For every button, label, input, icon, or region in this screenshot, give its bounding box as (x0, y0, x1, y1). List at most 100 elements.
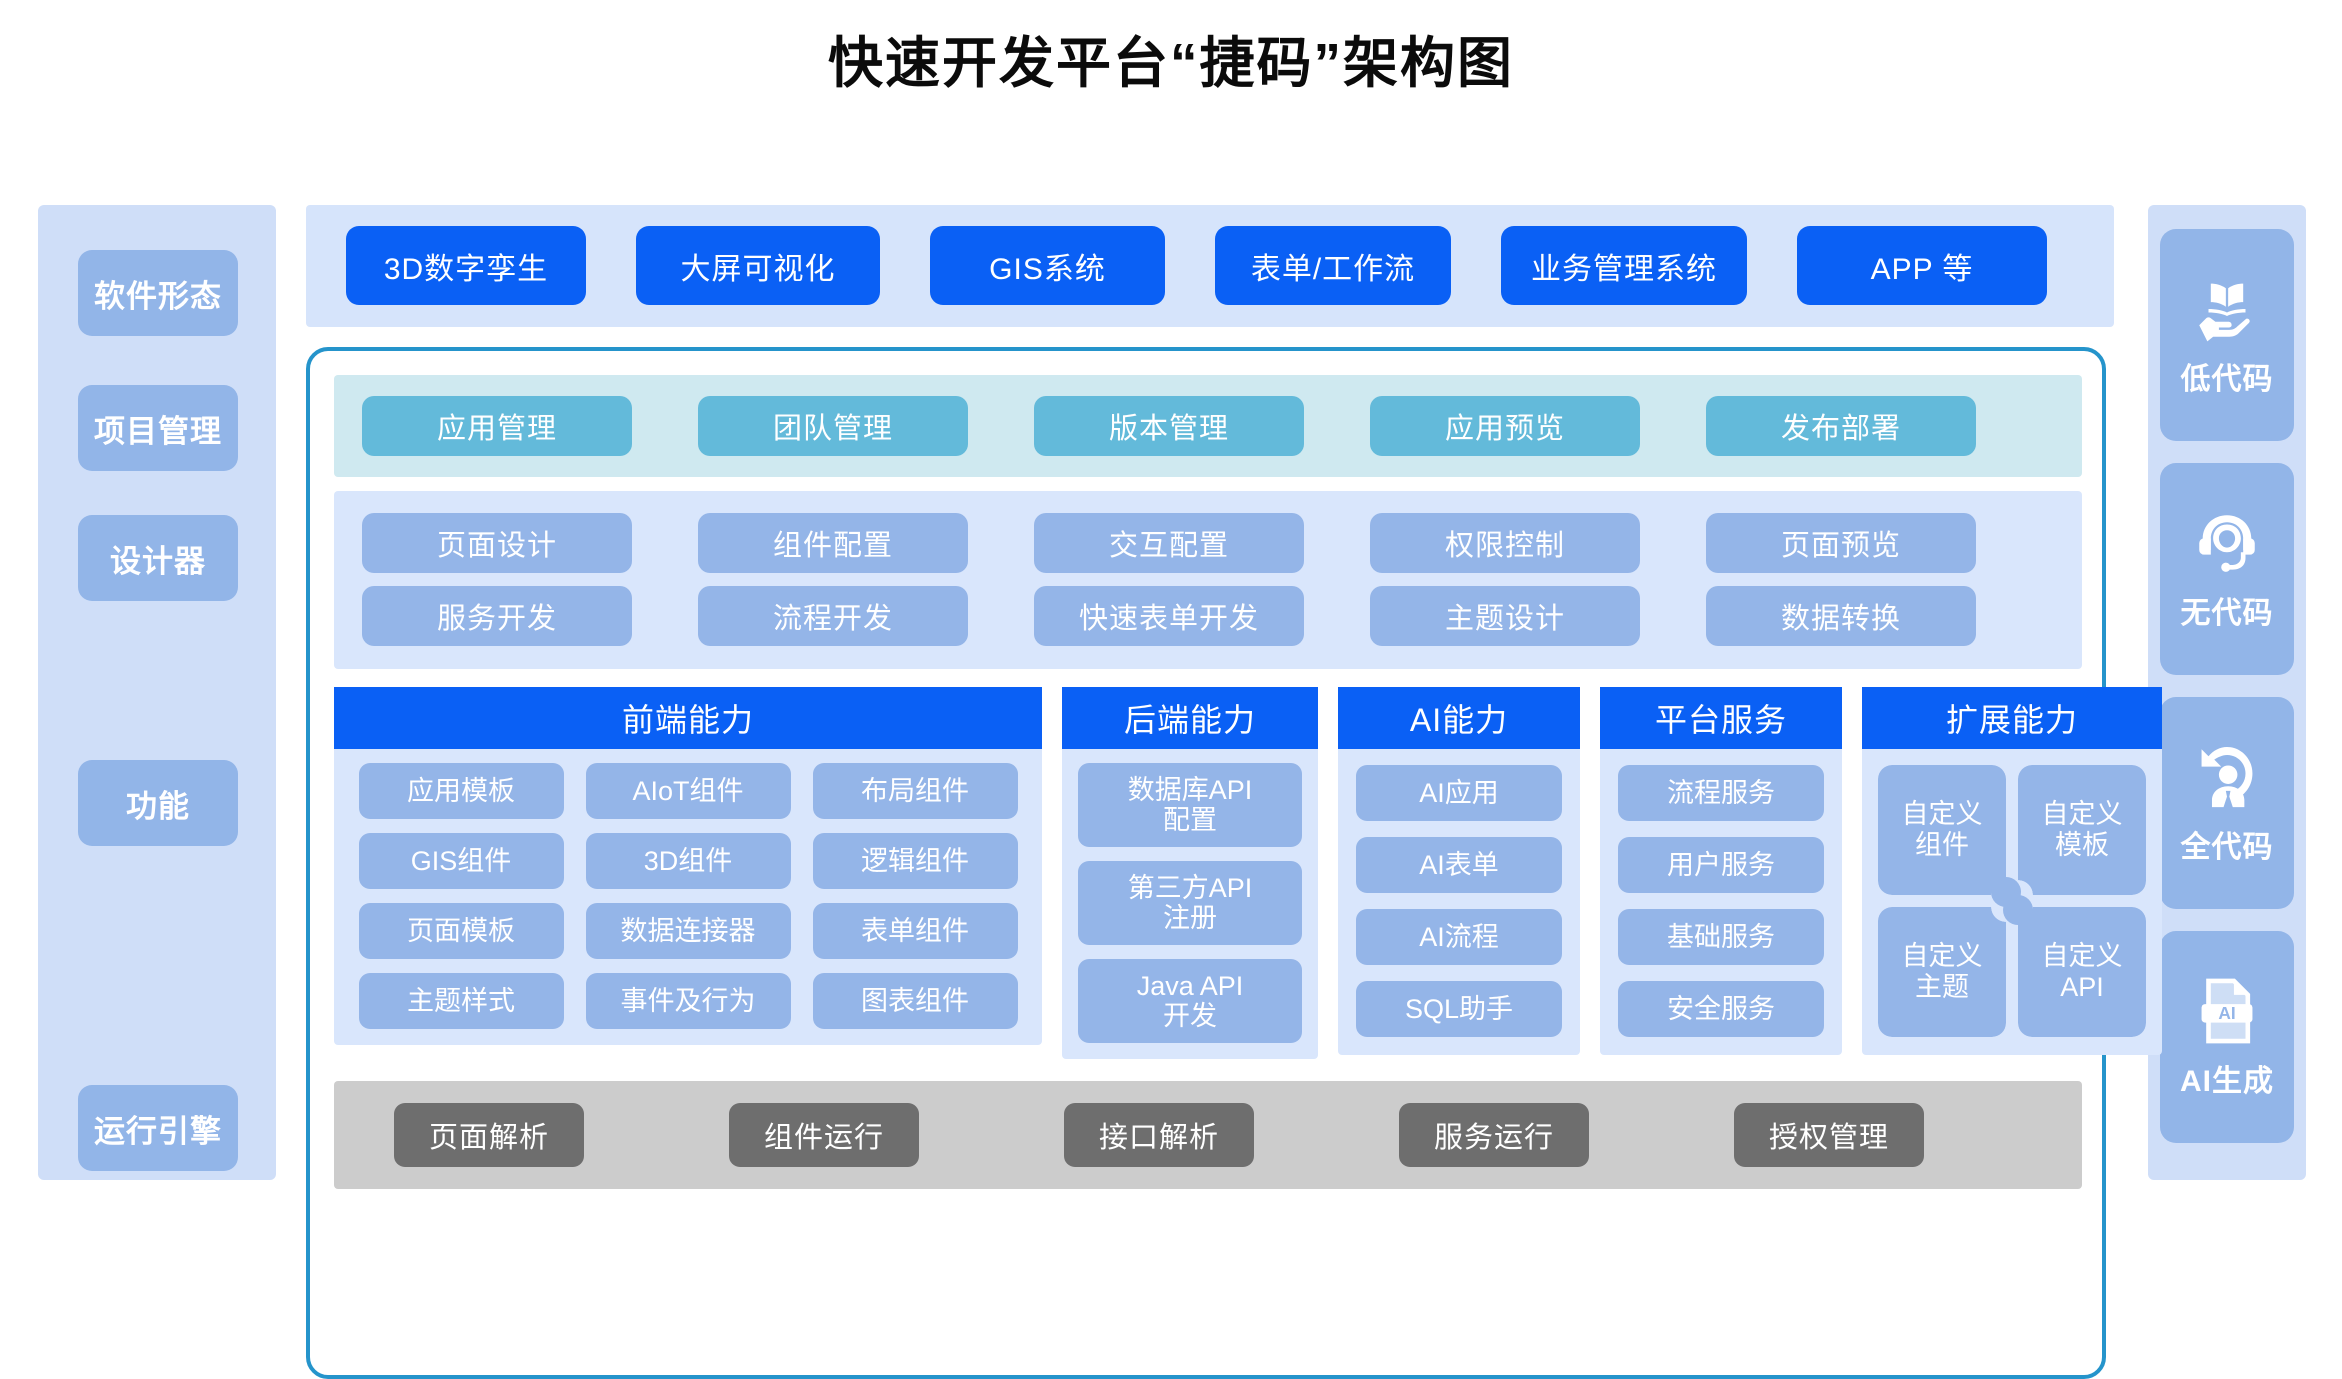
rail-item-runtime-engine[interactable]: 运行引擎 (78, 1085, 238, 1171)
designer-item-page-design[interactable]: 页面设计 (362, 513, 632, 573)
page-title: 快速开发平台“捷码”架构图 (827, 32, 1514, 94)
rail-item-label: 运行引擎 (94, 1113, 222, 1149)
function-column-ai: AI能力 AI应用 AI表单 AI流程 SQL助手 (1338, 687, 1580, 1055)
function-column-extension-title: 扩展能力 (1862, 687, 2162, 749)
function-column-backend-title: 后端能力 (1062, 687, 1318, 749)
frontend-grid: 应用模板 AIoT组件 布局组件 GIS组件 3D组件 逻辑组件 页面模板 数据… (334, 749, 1042, 1045)
project-management-band: 应用管理 团队管理 版本管理 应用预览 发布部署 (334, 375, 2082, 477)
left-rail: 软件形态 项目管理 设计器 功能 运行引擎 (38, 205, 276, 1180)
platform-item-basic-service[interactable]: 基础服务 (1618, 909, 1824, 965)
frontend-item-gis-component[interactable]: GIS组件 (358, 833, 564, 889)
function-column-frontend-title: 前端能力 (334, 687, 1042, 749)
rail-item-function[interactable]: 功能 (78, 760, 238, 846)
software-form-app-etc[interactable]: APP 等 (1797, 226, 2047, 305)
designer-item-interaction-config[interactable]: 交互配置 (1034, 513, 1304, 573)
software-forms-band: 3D数字孪生 大屏可视化 GIS系统 表单/工作流 业务管理系统 APP 等 (306, 205, 2114, 327)
runtime-engine-band: 页面解析 组件运行 接口解析 服务运行 授权管理 (334, 1081, 2082, 1189)
rail-card-no-code[interactable]: 无代码 (2160, 463, 2294, 675)
software-form-3d-digital-twin[interactable]: 3D数字孪生 (346, 226, 586, 305)
platform-container: 应用管理 团队管理 版本管理 应用预览 发布部署 页面设计 组件配置 交互配置 … (306, 347, 2162, 1379)
frontend-item-app-template[interactable]: 应用模板 (358, 763, 564, 819)
runtime-item-interface-parsing[interactable]: 接口解析 (1064, 1103, 1254, 1167)
extension-item-custom-theme[interactable]: 自定义主题 (1878, 907, 2006, 1037)
frontend-item-data-connector[interactable]: 数据连接器 (585, 903, 791, 959)
function-column-platform: 平台服务 流程服务 用户服务 基础服务 安全服务 (1600, 687, 1842, 1055)
platform-item-process-service[interactable]: 流程服务 (1618, 765, 1824, 821)
frontend-item-chart-component[interactable]: 图表组件 (812, 973, 1018, 1029)
pm-item-version-management[interactable]: 版本管理 (1034, 396, 1304, 456)
software-form-large-screen-visualization[interactable]: 大屏可视化 (636, 226, 880, 305)
software-form-form-workflow[interactable]: 表单/工作流 (1215, 226, 1451, 305)
frontend-item-layout-component[interactable]: 布局组件 (812, 763, 1018, 819)
rail-card-label: 低代码 (2180, 363, 2274, 396)
designer-band: 页面设计 组件配置 交互配置 权限控制 页面预览 服务开发 流程开发 快速表单开… (334, 491, 2082, 669)
runtime-item-service-runtime[interactable]: 服务运行 (1399, 1103, 1589, 1167)
pm-item-app-management[interactable]: 应用管理 (362, 396, 632, 456)
designer-item-theme-design[interactable]: 主题设计 (1370, 586, 1640, 646)
designer-item-quick-form-development[interactable]: 快速表单开发 (1034, 586, 1304, 646)
headset-agent-icon (2199, 515, 2255, 572)
ai-document-icon: AI (2201, 978, 2253, 1044)
designer-item-data-conversion[interactable]: 数据转换 (1706, 586, 1976, 646)
extension-item-custom-template[interactable]: 自定义模板 (2018, 765, 2146, 895)
platform-item-security-service[interactable]: 安全服务 (1618, 981, 1824, 1037)
ai-item-sql-assistant[interactable]: SQL助手 (1356, 981, 1562, 1037)
rail-card-ai-generate[interactable]: AI AI生成 (2160, 931, 2294, 1143)
pm-item-publish-deploy[interactable]: 发布部署 (1706, 396, 1976, 456)
designer-item-component-config[interactable]: 组件配置 (698, 513, 968, 573)
function-column-frontend: 前端能力 应用模板 AIoT组件 布局组件 GIS组件 3D组件 逻辑组件 页面… (334, 687, 1042, 1045)
frontend-item-form-component[interactable]: 表单组件 (812, 903, 1018, 959)
rail-card-low-code[interactable]: 低代码 (2160, 229, 2294, 441)
designer-item-process-development[interactable]: 流程开发 (698, 586, 968, 646)
ai-stack: AI应用 AI表单 AI流程 SQL助手 (1338, 749, 1580, 1055)
extension-item-custom-component[interactable]: 自定义组件 (1878, 765, 2006, 895)
frontend-item-events-behaviors[interactable]: 事件及行为 (585, 973, 791, 1029)
designer-item-page-preview[interactable]: 页面预览 (1706, 513, 1976, 573)
pm-item-team-management[interactable]: 团队管理 (698, 396, 968, 456)
software-form-business-management-system[interactable]: 业务管理系统 (1501, 226, 1747, 305)
ai-item-ai-form[interactable]: AI表单 (1356, 837, 1562, 893)
rail-card-full-code[interactable]: 全代码 (2160, 697, 2294, 909)
runtime-item-page-parsing[interactable]: 页面解析 (394, 1103, 584, 1167)
person-refresh-icon (2201, 746, 2253, 808)
frontend-item-page-template[interactable]: 页面模板 (358, 903, 564, 959)
right-rail: 低代码 无代码 全代码 (2148, 205, 2306, 1180)
rail-card-label: 无代码 (2180, 597, 2274, 630)
rail-item-label: 功能 (126, 788, 190, 824)
rail-item-label: 项目管理 (94, 413, 222, 449)
frontend-item-3d-component[interactable]: 3D组件 (585, 833, 791, 889)
function-column-ai-title: AI能力 (1338, 687, 1580, 749)
book-on-hand-icon (2199, 283, 2250, 342)
function-column-platform-title: 平台服务 (1600, 687, 1842, 749)
ai-item-ai-process[interactable]: AI流程 (1356, 909, 1562, 965)
architecture-diagram: 快速开发平台“捷码”架构图 软件形态 项目管理 设计器 功能 运行引擎 低代码 (38, 32, 2306, 1379)
rail-item-project-management[interactable]: 项目管理 (78, 385, 238, 471)
designer-item-service-development[interactable]: 服务开发 (362, 586, 632, 646)
platform-item-user-service[interactable]: 用户服务 (1618, 837, 1824, 893)
runtime-item-component-runtime[interactable]: 组件运行 (729, 1103, 919, 1167)
rail-item-label: 设计器 (110, 543, 206, 579)
runtime-item-authorization-management[interactable]: 授权管理 (1734, 1103, 1924, 1167)
designer-item-permission-control[interactable]: 权限控制 (1370, 513, 1640, 573)
frontend-item-theme-style[interactable]: 主题样式 (358, 973, 564, 1029)
puzzle-knob-icon (2003, 895, 2033, 925)
rail-item-label: 软件形态 (94, 278, 222, 314)
platform-stack: 流程服务 用户服务 基础服务 安全服务 (1600, 749, 1842, 1055)
ai-item-ai-application[interactable]: AI应用 (1356, 765, 1562, 821)
frontend-item-aiot-component[interactable]: AIoT组件 (585, 763, 791, 819)
software-form-gis-system[interactable]: GIS系统 (930, 226, 1165, 305)
rail-item-software-form[interactable]: 软件形态 (78, 250, 238, 336)
frontend-item-logic-component[interactable]: 逻辑组件 (812, 833, 1018, 889)
svg-text:AI: AI (2218, 1003, 2235, 1023)
rail-card-label: AI生成 (2180, 1065, 2274, 1098)
pm-item-app-preview[interactable]: 应用预览 (1370, 396, 1640, 456)
rail-item-designer[interactable]: 设计器 (78, 515, 238, 601)
